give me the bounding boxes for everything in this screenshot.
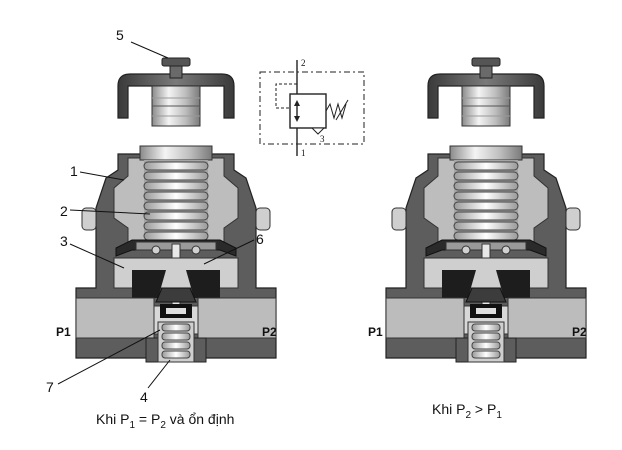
regulator-right [385,57,587,363]
callout-2: 2 [60,203,68,219]
symbol-port-1: 1 [301,148,306,158]
callout-1: 1 [70,163,78,179]
callout-4: 4 [140,389,148,405]
port-label-left-p2: P2 [262,325,277,339]
symbol-port-2: 2 [301,58,306,68]
port-label-right-p1: P1 [368,325,383,339]
callout-5: 5 [116,27,124,43]
symbol-port-3: 3 [320,134,325,144]
regulator-left [75,57,277,363]
callout-6: 6 [256,231,264,247]
callout-7: 7 [46,379,54,395]
caption-right: Khi P2 > P1 [432,401,502,421]
caption-left: Khi P1 = P2 và ổn định [96,411,234,431]
port-label-left-p1: P1 [56,325,71,339]
regulator-symbol: 2 1 3 [259,58,365,158]
port-label-right-p2: P2 [572,325,587,339]
callout-leaders [57,41,255,389]
callout-3: 3 [60,233,68,249]
